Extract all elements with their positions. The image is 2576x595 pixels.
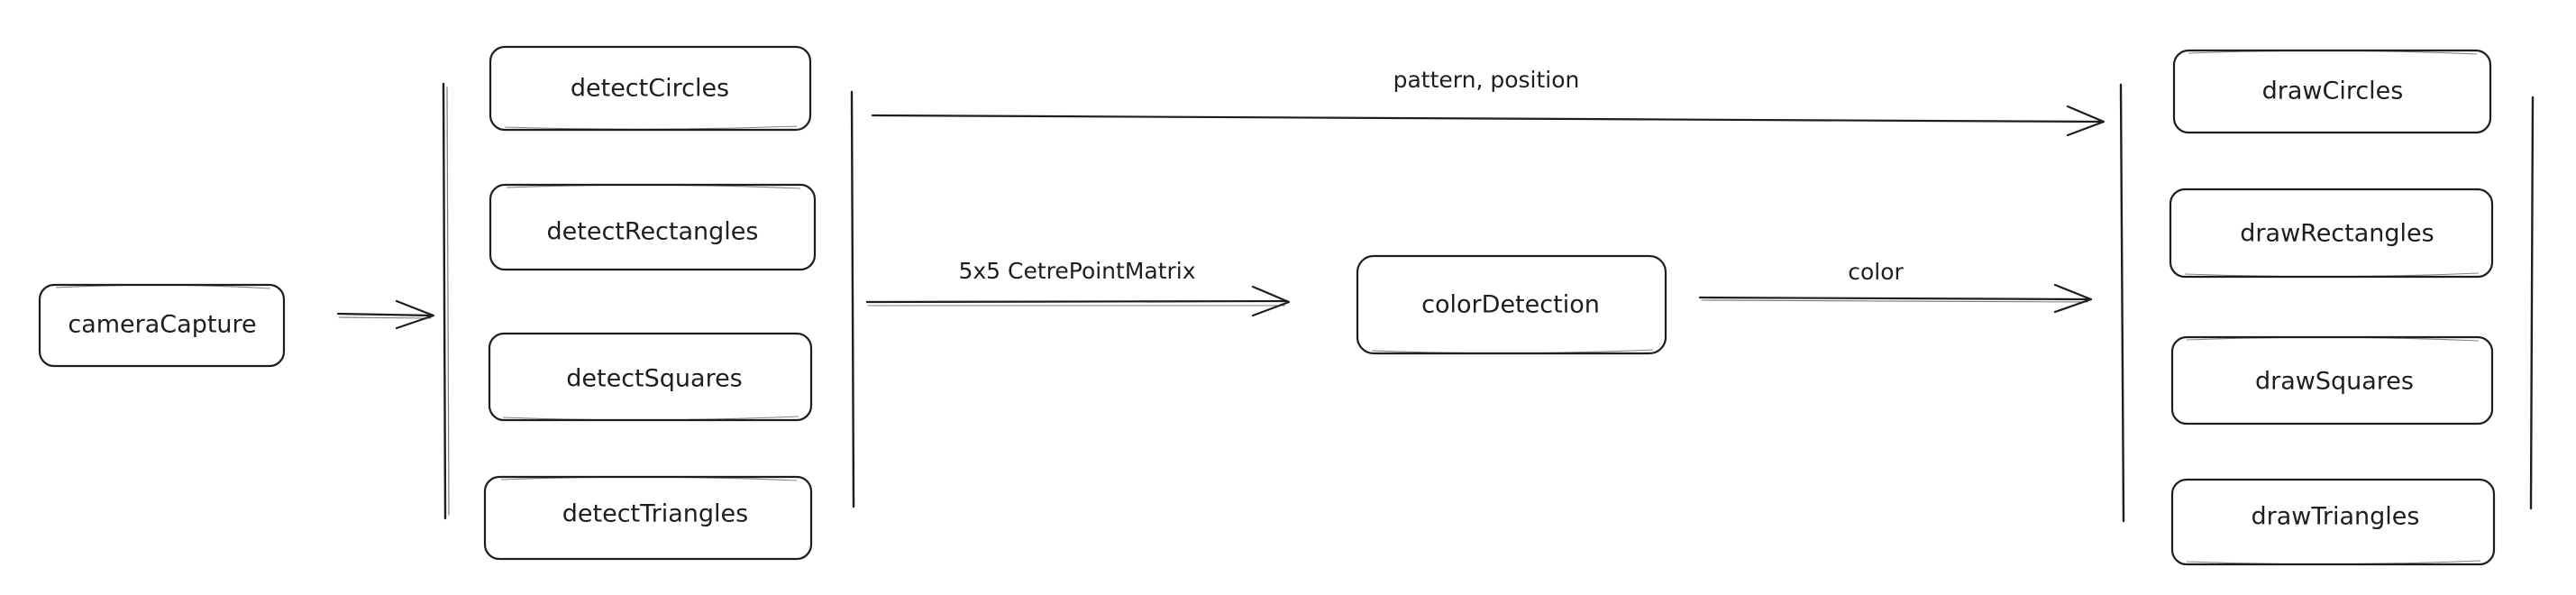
camera-to-detect-arrow bbox=[336, 299, 435, 330]
detect-squares-node[interactable]: detectSquares bbox=[488, 332, 813, 422]
color-label: color bbox=[1848, 259, 1904, 285]
detect-triangles-label: detectTriangles bbox=[562, 500, 748, 528]
draw-rectangles-node[interactable]: drawRectangles bbox=[2169, 188, 2494, 279]
color-detection-label: colorDetection bbox=[1421, 291, 1600, 319]
camera-capture-node[interactable]: cameraCapture bbox=[38, 283, 286, 368]
detect-squares-label: detectSquares bbox=[566, 365, 743, 393]
color-arrow bbox=[1698, 283, 2093, 314]
color-detection-node[interactable]: colorDetection bbox=[1356, 254, 1667, 355]
draw-squares-node[interactable]: drawSquares bbox=[2170, 335, 2494, 426]
draw-group-left-bar bbox=[2119, 83, 2125, 523]
detect-triangles-node[interactable]: detectTriangles bbox=[483, 475, 813, 561]
centre-point-matrix-arrow bbox=[865, 285, 1291, 317]
centre-point-matrix-label: 5x5 CetrePointMatrix bbox=[958, 258, 1195, 284]
pattern-position-arrow bbox=[871, 105, 2106, 137]
draw-circles-node[interactable]: drawCircles bbox=[2172, 49, 2492, 134]
draw-rectangles-label: drawRectangles bbox=[2240, 220, 2434, 248]
detect-rectangles-node[interactable]: detectRectangles bbox=[489, 183, 817, 271]
draw-triangles-label: drawTriangles bbox=[2252, 503, 2420, 531]
camera-capture-label: cameraCapture bbox=[68, 311, 256, 339]
draw-squares-label: drawSquares bbox=[2255, 368, 2414, 396]
draw-triangles-node[interactable]: drawTriangles bbox=[2170, 478, 2496, 566]
detect-group-left-bar bbox=[442, 82, 450, 520]
draw-group-right-bar bbox=[2529, 96, 2535, 510]
draw-circles-label: drawCircles bbox=[2262, 78, 2404, 105]
detect-group-right-bar bbox=[850, 90, 855, 508]
detect-rectangles-label: detectRectangles bbox=[547, 218, 759, 246]
pattern-position-label: pattern, position bbox=[1393, 67, 1580, 93]
detect-circles-label: detectCircles bbox=[571, 75, 729, 103]
detect-circles-node[interactable]: detectCircles bbox=[489, 45, 812, 132]
